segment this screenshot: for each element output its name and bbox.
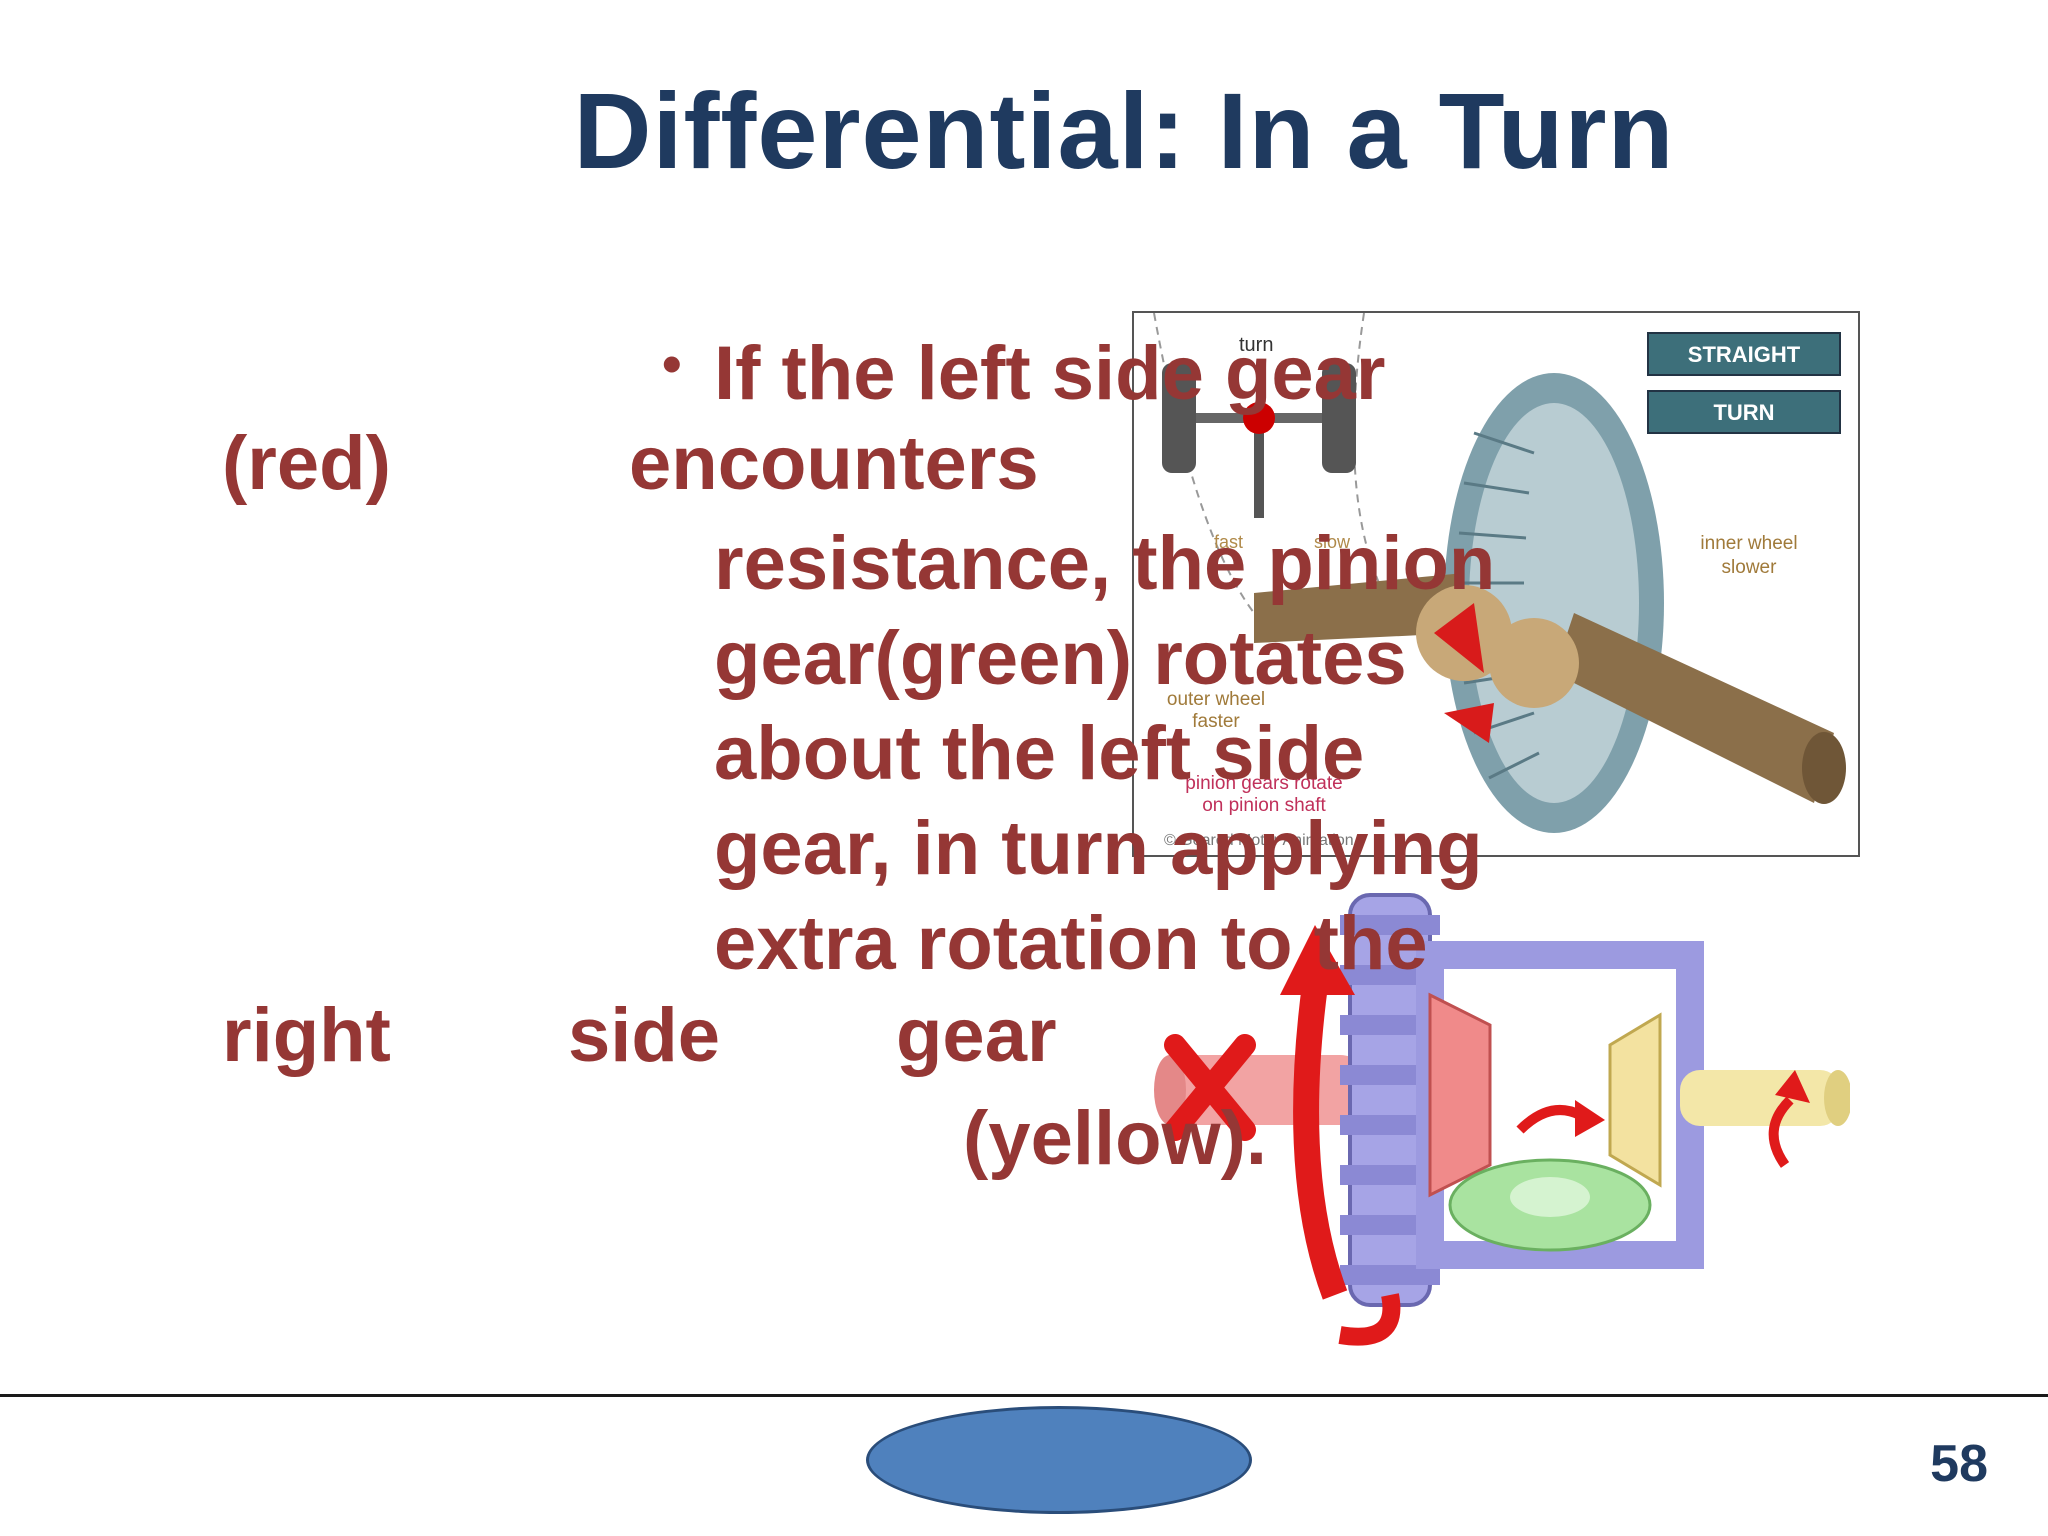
inner-slower-label: slower bbox=[1722, 557, 1778, 578]
credit-label: © Geared Motor Animation bbox=[1164, 832, 1354, 849]
fast-label: fast bbox=[1214, 532, 1243, 552]
bullet-line-6: gear, in turn applying bbox=[714, 806, 1483, 891]
bullet-marker: • bbox=[662, 332, 682, 395]
straight-button-label: STRAIGHT bbox=[1688, 342, 1801, 367]
gear-rotation-diagram bbox=[1150, 875, 1852, 1365]
footer-divider bbox=[0, 1394, 2048, 1397]
bullet-line-4: gear(green) rotates bbox=[714, 616, 1407, 701]
outer-faster-label: faster bbox=[1192, 711, 1240, 732]
bullet-line-8b: side bbox=[568, 993, 721, 1078]
bullet-line-5: about the left side bbox=[714, 711, 1365, 796]
bullet-line-1: If the left side gear bbox=[714, 331, 1386, 416]
bullet-line-3: resistance, the pinion bbox=[714, 521, 1496, 606]
footer-oval-shape bbox=[866, 1406, 1252, 1514]
differential-turn-diagram: turn fast slow STRAIGHT bbox=[1132, 311, 1860, 857]
inner-wheel-label: inner wheel bbox=[1700, 533, 1797, 554]
bullet-line-9: (yellow). bbox=[963, 1096, 1268, 1181]
bullet-line-8c: gear bbox=[896, 993, 1057, 1078]
slow-label: slow bbox=[1314, 532, 1351, 552]
bullet-line-7: extra rotation to the bbox=[714, 901, 1428, 986]
turn-label: turn bbox=[1239, 334, 1273, 356]
bullet-line-2b: encounters bbox=[629, 421, 1039, 506]
bullet-line-8a: right bbox=[222, 993, 391, 1078]
pinion-label-1: pinion gears rotate bbox=[1185, 773, 1342, 794]
bullet-line-2a: (red) bbox=[222, 421, 391, 506]
page-number: 58 bbox=[1930, 1435, 1988, 1493]
gear-rotation-illustration bbox=[1154, 893, 1852, 1346]
outer-wheel-label: outer wheel bbox=[1167, 689, 1265, 710]
slide-title: Differential: In a Turn bbox=[573, 70, 1675, 191]
differential-turn-illustration: turn fast slow STRAIGHT bbox=[1153, 312, 1846, 849]
turn-button-label: TURN bbox=[1713, 400, 1774, 425]
pinion-label-2: on pinion shaft bbox=[1202, 795, 1326, 816]
